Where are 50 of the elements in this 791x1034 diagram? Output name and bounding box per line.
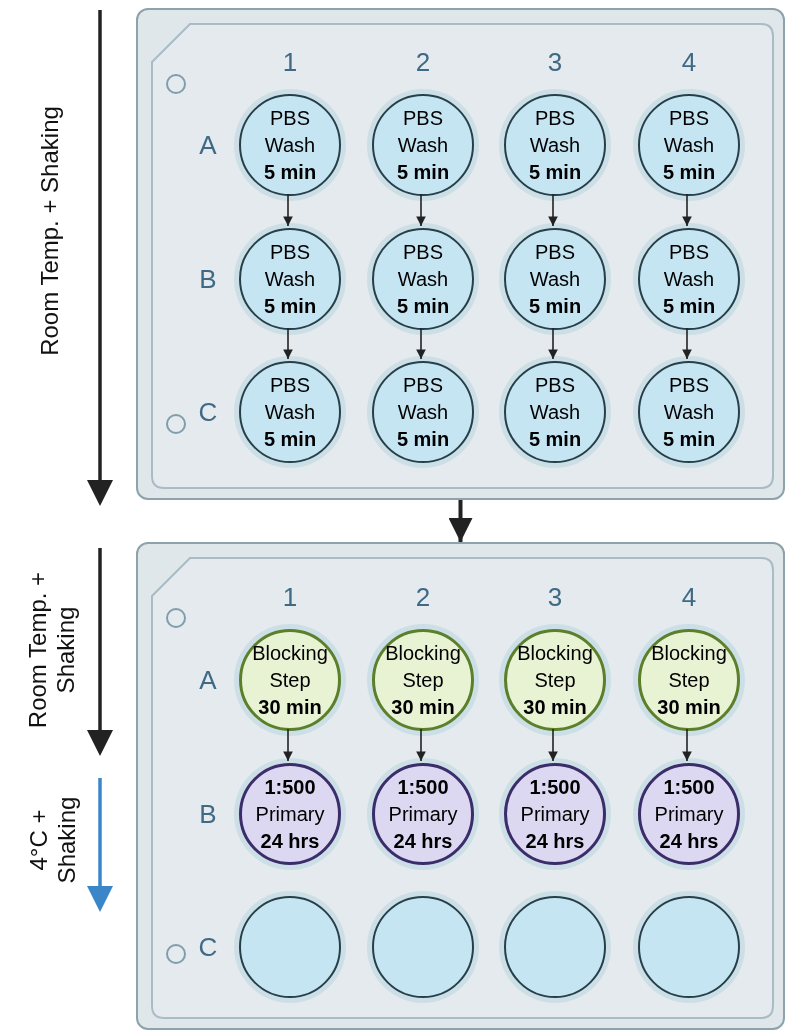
well-text: Blocking Step 30 min — [516, 640, 594, 720]
well-text: 1:500 Primary 24 hrs — [653, 774, 725, 854]
step-condition-label: Room Temp. + Shaking — [36, 105, 64, 358]
arrow — [283, 327, 293, 360]
well-text: PBS Wash 5 min — [262, 372, 318, 452]
arrow — [416, 728, 426, 762]
arrow — [448, 500, 473, 542]
column-number: 1 — [282, 582, 298, 612]
well-text: PBS Wash 5 min — [395, 105, 451, 185]
well-text: PBS Wash 5 min — [395, 372, 451, 452]
row-letter: C — [198, 932, 218, 962]
row-letter: B — [199, 799, 217, 829]
step-condition-label: 4°C + Shaking — [24, 795, 80, 886]
well-text: PBS Wash 5 min — [527, 239, 583, 319]
row-letter: A — [199, 130, 217, 160]
column-number: 2 — [415, 47, 431, 77]
well-text: PBS Wash 5 min — [527, 372, 583, 452]
column-number: 3 — [547, 582, 563, 612]
well-text: PBS Wash 5 min — [661, 372, 717, 452]
column-number: 4 — [681, 582, 697, 612]
well-text: PBS Wash 5 min — [661, 239, 717, 319]
well-text: PBS Wash 5 min — [395, 239, 451, 319]
well-text: PBS Wash 5 min — [262, 239, 318, 319]
well-text: 1:500 Primary 24 hrs — [519, 774, 591, 854]
arrow — [548, 728, 558, 762]
arrow — [682, 728, 692, 762]
well-text: Blocking Step 30 min — [251, 640, 329, 720]
arrow — [416, 327, 426, 360]
arrow — [283, 728, 293, 762]
arrow — [548, 327, 558, 360]
well-text: PBS Wash 5 min — [527, 105, 583, 185]
well-text: Blocking Step 30 min — [384, 640, 462, 720]
well-text: Blocking Step 30 min — [650, 640, 728, 720]
step-condition-label: Room Temp. + Shaking — [24, 570, 80, 731]
arrow — [682, 327, 692, 360]
well-text: 1:500 Primary 24 hrs — [254, 774, 326, 854]
column-number: 4 — [681, 47, 697, 77]
well-text: 1:500 Primary 24 hrs — [387, 774, 459, 854]
column-number: 2 — [415, 582, 431, 612]
row-letter: B — [199, 264, 217, 294]
well-text: PBS Wash 5 min — [262, 105, 318, 185]
well-text: PBS Wash 5 min — [661, 105, 717, 185]
row-letter: A — [199, 665, 217, 695]
row-letter: C — [198, 397, 218, 427]
arrow — [548, 193, 558, 227]
arrow — [416, 193, 426, 227]
column-number: 1 — [282, 47, 298, 77]
arrow — [682, 193, 692, 227]
arrow — [283, 193, 293, 227]
column-number: 3 — [547, 47, 563, 77]
